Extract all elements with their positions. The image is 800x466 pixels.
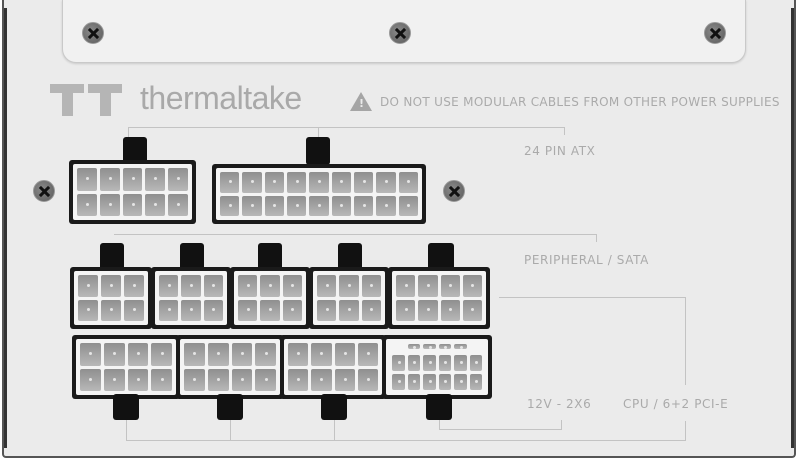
label-cpu-pcie: CPU / 6+2 PCI-E [623,397,729,411]
panel-edge-right [791,8,794,448]
screw-icon [443,180,465,202]
connector-peripheral-1[interactable] [70,267,152,329]
screw-icon [704,22,726,44]
guide-line [439,415,440,429]
connector-latch [321,394,347,420]
brand-logo: thermaltake [50,80,302,117]
guide-line [114,234,596,235]
guide-line [685,421,686,441]
connector-atx-18pin[interactable] [212,164,426,224]
label-24pin-atx: 24 PIN ATX [524,144,596,158]
brand-name: thermaltake [140,80,302,116]
guide-line [596,234,597,242]
warning-notice: ! DO NOT USE MODULAR CABLES FROM OTHER P… [350,92,780,111]
guide-line [685,297,686,385]
connector-12v-2x6[interactable] [382,335,492,399]
connector-peripheral-4[interactable] [309,267,389,329]
label-12v-2x6: 12V - 2X6 [527,397,592,411]
warning-triangle-icon: ! [350,92,372,111]
guide-line [439,429,561,430]
guide-line [128,127,129,137]
connector-latch [217,394,243,420]
connector-peripheral-2[interactable] [151,267,231,329]
guide-line [318,127,319,137]
label-peripheral-sata: PERIPHERAL / SATA [524,253,649,267]
guide-line [126,415,127,441]
connector-latch [306,137,330,165]
connector-peripheral-3[interactable] [230,267,310,329]
connector-sata-8pin[interactable] [388,267,490,329]
guide-line [230,415,231,441]
screw-icon [33,180,55,202]
connector-cpu-pcie-3[interactable] [280,335,386,399]
guide-line [126,440,686,441]
guide-line [561,420,562,430]
screw-icon [82,22,104,44]
screw-icon [389,22,411,44]
warning-text: DO NOT USE MODULAR CABLES FROM OTHER POW… [380,94,780,109]
guide-line [128,127,564,128]
panel-edge-left [4,8,7,448]
tt-logo-icon [50,82,126,116]
connector-cpu-pcie-2[interactable] [176,335,284,399]
guide-line [564,127,565,135]
connector-cpu-pcie-1[interactable] [72,335,180,399]
connector-latch [426,394,452,420]
connector-latch [113,394,139,420]
guide-line [499,297,685,298]
connector-atx-10pin[interactable] [69,160,196,224]
guide-line [334,415,335,441]
